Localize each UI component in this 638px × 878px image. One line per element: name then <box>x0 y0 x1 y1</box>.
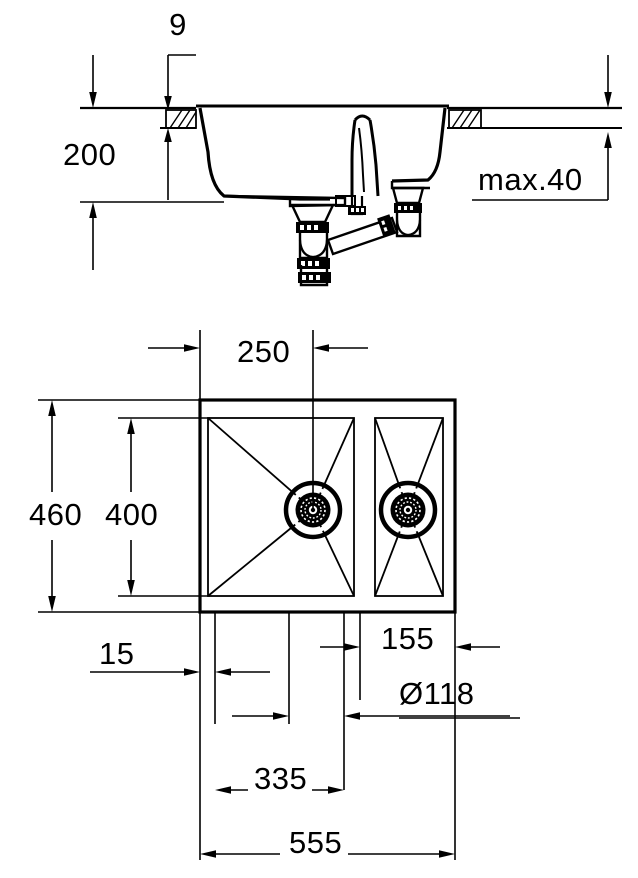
large-basin-profile <box>198 107 330 201</box>
arrow-right-555 <box>439 850 455 858</box>
dimension-335 <box>215 786 344 794</box>
plan-view-group: 250 460 400 <box>29 330 520 860</box>
tailpipe <box>298 265 331 287</box>
left-drain-assembly <box>290 203 335 269</box>
dimension-label-155: 155 <box>381 621 434 656</box>
basin-divider-top <box>353 114 372 122</box>
dimension-label-555: 555 <box>289 825 342 860</box>
dimension-label-200: 200 <box>63 137 116 172</box>
arrow-right-250 <box>184 344 200 352</box>
dimension-diameter-118 <box>232 712 520 720</box>
basin-divider-left-wall <box>350 119 357 196</box>
arrow-left-15 <box>215 668 231 676</box>
section-view-group: 9 200 max.40 <box>63 7 622 287</box>
dimension-label-460: 460 <box>29 497 82 532</box>
waste-crossover-pipe <box>326 214 399 256</box>
dimension-label-400: 400 <box>105 497 158 532</box>
dimension-label-max40: max.40 <box>478 162 583 197</box>
small-basin-profile <box>391 107 447 183</box>
dimension-label-250: 250 <box>237 334 290 369</box>
arrow-down-200 <box>89 92 97 108</box>
dimension-label-335: 335 <box>254 761 307 796</box>
arrow-left-118-right <box>344 712 360 720</box>
arrow-right-155 <box>344 643 360 651</box>
dimension-400 <box>118 417 210 597</box>
dimension-label-15: 15 <box>99 636 134 671</box>
arrow-up-460 <box>48 400 56 416</box>
arrow-left-555 <box>200 850 216 858</box>
countertop-hatch-left <box>165 109 197 129</box>
small-basin-drain-icon <box>378 480 438 540</box>
dimension-countertop-thickness <box>164 54 196 200</box>
arrow-down-max40 <box>604 92 612 108</box>
dimension-155 <box>320 643 500 651</box>
large-basin-rect <box>207 417 355 597</box>
dimension-label-diameter-118: Ø118 <box>399 676 475 711</box>
sink-outline-rect <box>198 398 457 614</box>
left-drain-collar <box>296 222 329 233</box>
basin-divider-right-wall <box>368 119 380 197</box>
right-drain-assembly <box>391 186 425 238</box>
arrow-up-400 <box>127 418 135 434</box>
arrow-up-max40 <box>604 132 612 148</box>
dimension-max-clearance <box>472 55 612 201</box>
arrow-down-400 <box>127 580 135 596</box>
arrow-right-118-left <box>273 712 289 720</box>
dimension-555 <box>200 850 455 858</box>
small-basin-rect <box>374 417 444 597</box>
arrow-right-335 <box>328 786 344 794</box>
countertop-hatch-right <box>448 109 482 129</box>
dimension-basin-depth <box>80 55 224 270</box>
dimension-460 <box>38 399 200 613</box>
basin-divider-inner-line <box>358 127 365 193</box>
arrow-left-250 <box>313 344 329 352</box>
arrow-right-15 <box>184 668 200 676</box>
dimension-250 <box>148 330 368 512</box>
arrow-up-200 <box>89 202 97 218</box>
dimension-label-9: 9 <box>169 7 187 42</box>
arrow-left-155 <box>455 643 471 651</box>
arrow-left-335 <box>215 786 231 794</box>
arrow-up-9-bottom <box>164 128 172 142</box>
arrow-down-9-top <box>164 96 172 110</box>
overflow-fitting <box>335 195 356 207</box>
dimension-15 <box>90 668 270 676</box>
right-drain-collar <box>394 203 422 213</box>
arrow-down-460 <box>48 596 56 612</box>
